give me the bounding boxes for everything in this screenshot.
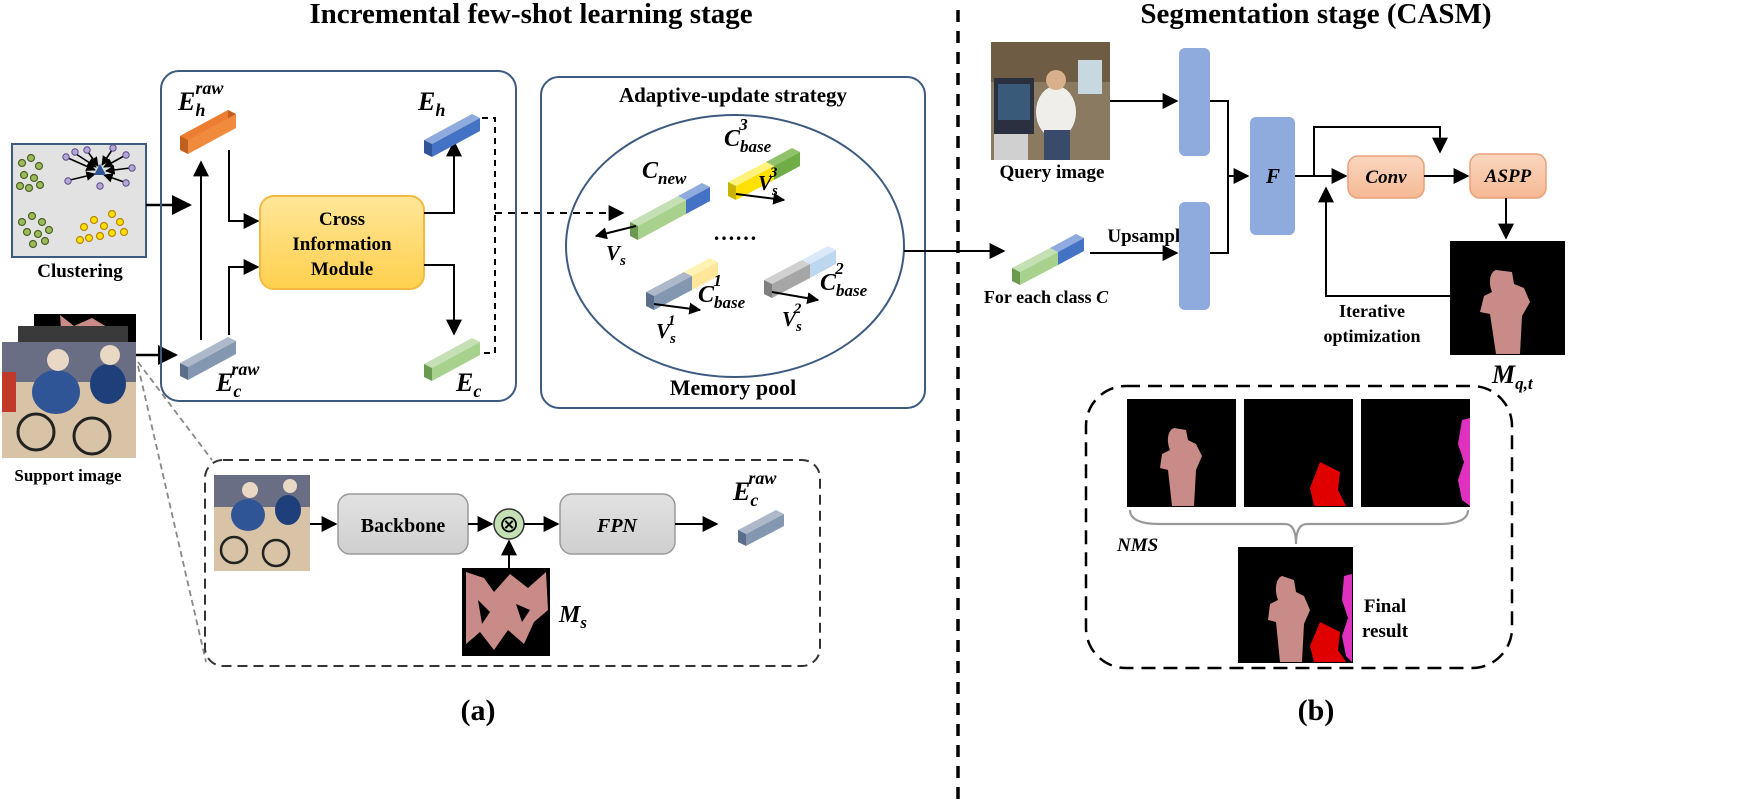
support-mask xyxy=(462,568,550,656)
nms-brace xyxy=(1128,509,1470,545)
clustering-label: Clustering xyxy=(37,261,123,282)
v-s3-arrow xyxy=(735,192,786,205)
arrow-eh-raw-to-cim xyxy=(228,150,260,229)
m-qt-label: Mq,t xyxy=(1491,360,1534,393)
c-base-1-label: Cbase1 xyxy=(698,271,746,312)
m-s-label: Ms xyxy=(558,602,587,632)
aspp-label: ASPP xyxy=(1484,166,1532,187)
c-base-3-label: Cbase3 xyxy=(724,115,772,156)
cluster-green-bottom xyxy=(17,211,54,249)
left-stage-title: Incremental few-shot learning stage xyxy=(309,0,752,30)
fpn-label: FPN xyxy=(596,515,639,537)
c-base-2-block xyxy=(764,246,836,298)
c-new-label: Cnew xyxy=(642,158,687,188)
adaptive-update-panel xyxy=(540,76,926,409)
query-image-label: Query image xyxy=(999,162,1104,183)
memory-pool-ellipse xyxy=(565,114,905,378)
class-vector-block xyxy=(1012,234,1084,285)
cluster-green-top xyxy=(15,153,45,193)
f-label: F xyxy=(1265,164,1280,188)
query-feature-bar xyxy=(1179,48,1210,156)
arrow-query-to-f xyxy=(1210,100,1250,184)
v-s2-label: Vs2 xyxy=(782,301,802,335)
cim-line-1: Cross xyxy=(319,209,365,230)
e-c-raw-label: Ecraw xyxy=(215,359,260,401)
ellipsis-dots: …… xyxy=(713,220,757,245)
query-mask-output xyxy=(1450,241,1565,355)
right-stage-title: Segmentation stage (CASM) xyxy=(1140,0,1491,30)
panel-label-a: (a) xyxy=(461,694,496,727)
e-h-raw-label: Ehraw xyxy=(177,78,224,120)
panel-label-b: (b) xyxy=(1298,694,1335,727)
e-h-raw-block xyxy=(180,110,236,154)
class-feature-bar xyxy=(1179,202,1210,310)
v-s1-label: Vs1 xyxy=(656,313,676,347)
support-image-label: Support image xyxy=(14,466,122,485)
arrow-cim-to-eh xyxy=(424,140,462,214)
upsample-label: Upsample xyxy=(1107,226,1188,247)
v-s2-arrow xyxy=(771,291,820,305)
nms-mask-1 xyxy=(1127,399,1236,507)
cluster-center-marker xyxy=(94,164,106,175)
support-image-stack xyxy=(2,314,136,458)
arrow-f-skip-to-aspp xyxy=(1313,126,1448,176)
query-image xyxy=(991,42,1110,160)
clustering-figure xyxy=(11,143,147,258)
c-base-1-block xyxy=(646,258,718,310)
e-c-raw-bottom-label: Ecraw xyxy=(732,468,777,510)
arrow-cim-to-ec xyxy=(424,264,462,336)
arrow-iterative-loop xyxy=(1318,186,1450,297)
final-result-mask xyxy=(1238,547,1353,663)
final-line-2: result xyxy=(1362,621,1409,642)
cluster-yellow xyxy=(75,209,129,245)
aspp-box xyxy=(1469,153,1547,199)
cross-information-panel xyxy=(160,70,517,402)
support-thumbnail xyxy=(214,475,310,571)
e-c-raw-block xyxy=(180,337,236,380)
for-each-class-label: For each class C xyxy=(984,287,1109,307)
cross-information-module xyxy=(259,195,425,290)
nms-mask-2 xyxy=(1244,399,1353,507)
iterative-line-1: Iterative xyxy=(1339,301,1405,321)
arrow-class-to-f xyxy=(1210,176,1229,254)
cim-line-3: Module xyxy=(311,259,373,280)
e-c-block xyxy=(424,338,480,381)
cluster-purple xyxy=(62,144,136,187)
cluster-center-arrows xyxy=(67,149,131,183)
nms-label: NMS xyxy=(1116,535,1158,556)
cim-line-2: Information xyxy=(292,234,392,255)
zoom-line-bottom xyxy=(137,365,207,663)
fused-feature-f xyxy=(1250,117,1295,235)
v-s3-label: Vs3 xyxy=(758,165,778,199)
v-s-label: Vs xyxy=(606,241,626,269)
c-new-block xyxy=(630,183,710,240)
adaptive-update-title: Adaptive-update strategy xyxy=(619,83,848,107)
dashed-eh-ec-link xyxy=(482,117,496,354)
nms-panel xyxy=(1084,384,1514,670)
conv-label: Conv xyxy=(1365,167,1407,188)
v-s1-arrow xyxy=(653,302,702,315)
e-c-label: Ec xyxy=(455,368,481,401)
arrow-ec-raw-to-cim xyxy=(228,259,260,335)
iterative-line-2: optimization xyxy=(1324,326,1421,346)
c-base-2-label: Cbase2 xyxy=(820,259,868,300)
e-h-block xyxy=(424,114,480,157)
multiply-symbol: ⊗ xyxy=(499,510,519,538)
zoom-line-top xyxy=(137,361,213,461)
v-s-arrow xyxy=(594,225,637,240)
e-h-label: Eh xyxy=(417,87,445,120)
c-base-3-block xyxy=(728,148,800,200)
final-line-1: Final xyxy=(1364,596,1406,617)
backbone-label: Backbone xyxy=(361,515,446,537)
e-c-raw-bottom-block xyxy=(738,510,784,546)
nms-mask-3 xyxy=(1361,399,1470,507)
memory-pool-label: Memory pool xyxy=(670,375,796,400)
backbone-detail-panel xyxy=(204,459,821,667)
